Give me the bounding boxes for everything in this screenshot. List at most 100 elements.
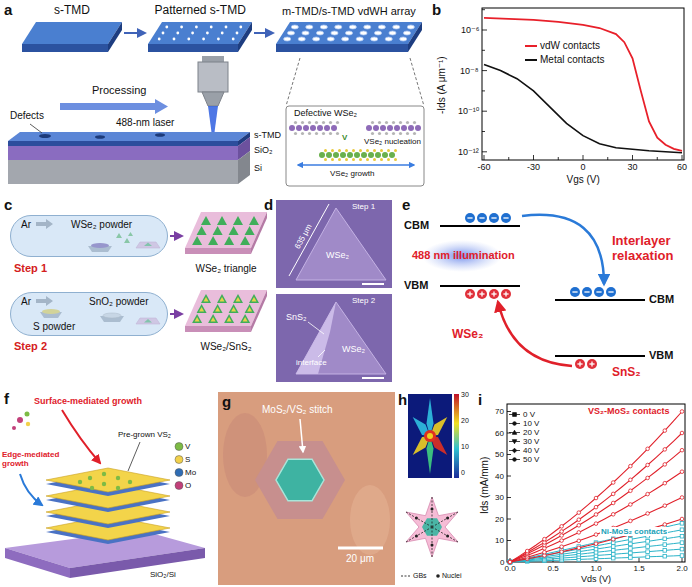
figure-label: interface — [296, 358, 327, 367]
line-shape — [440, 285, 520, 287]
grain-boundary — [406, 527, 432, 542]
polygon-shape — [199, 307, 204, 312]
data-marker — [508, 560, 512, 564]
data-marker — [680, 448, 684, 452]
ellipse-shape — [400, 37, 407, 41]
svg-shape — [185, 290, 267, 333]
ellipse-shape — [374, 31, 381, 35]
data-marker — [611, 481, 615, 485]
atom — [394, 158, 397, 161]
data-marker — [629, 542, 633, 546]
data-marker — [508, 560, 512, 564]
polygon-shape — [276, 459, 324, 501]
atom — [352, 149, 355, 152]
line-shape — [308, 322, 324, 334]
data-marker — [680, 517, 684, 521]
atom — [394, 149, 397, 152]
polygon-shape — [8, 132, 250, 141]
atom — [324, 149, 327, 152]
ellipse-shape — [389, 31, 396, 35]
hole-symbol — [575, 359, 585, 369]
data-marker — [611, 549, 615, 553]
data-marker — [646, 540, 650, 544]
figure-label: Defective WSe₂ — [294, 108, 357, 118]
atom — [368, 152, 374, 158]
polygon-shape — [148, 44, 238, 52]
legend-line — [401, 576, 411, 577]
nucleus-dot — [415, 517, 418, 520]
data-marker — [680, 470, 684, 474]
grain-boundary — [406, 512, 432, 527]
figure-label: 10⁻⁸ — [460, 66, 479, 76]
figure-label: 10⁻¹⁰ — [458, 106, 479, 116]
polygon-shape — [255, 441, 345, 519]
map-center — [424, 430, 436, 442]
figure-label: 30 — [628, 162, 638, 172]
node-text: WSe₂ triangle — [196, 263, 257, 275]
line-shape — [289, 204, 329, 276]
data-marker — [629, 478, 633, 482]
polygon-shape — [185, 326, 251, 332]
atom — [301, 132, 304, 135]
polygon-shape — [224, 314, 234, 323]
rect-shape — [454, 394, 459, 478]
data-marker — [560, 539, 564, 543]
hole-symbol — [465, 289, 475, 299]
axis-tick — [482, 151, 487, 152]
figure-label: 0 — [500, 558, 504, 567]
polygon-shape — [208, 314, 218, 323]
panel-letter: f — [4, 390, 9, 407]
layer-shape — [46, 468, 170, 492]
figure-label: 20 — [461, 417, 469, 425]
data-marker — [513, 458, 517, 462]
polygon-shape — [217, 294, 227, 303]
data-marker — [508, 560, 512, 564]
data-marker — [611, 545, 615, 549]
data-marker — [513, 413, 517, 417]
nucleus-dot — [431, 508, 434, 511]
data-marker — [629, 464, 633, 468]
polygon-shape — [229, 226, 239, 235]
axis-tick — [682, 558, 683, 562]
figure-label: 0 — [581, 162, 586, 172]
ellipse-shape — [407, 25, 414, 29]
atom — [380, 158, 383, 161]
legend-text: S — [185, 455, 190, 464]
panel-letter: h — [398, 391, 407, 408]
data-marker — [646, 447, 650, 451]
data-marker — [508, 560, 512, 564]
atom — [385, 121, 388, 124]
ellipse-shape — [345, 31, 352, 35]
panel-f-art — [5, 410, 205, 578]
polygon-shape — [296, 302, 386, 374]
rect-shape — [276, 294, 392, 382]
panel-h-art — [398, 394, 470, 568]
atom — [378, 121, 381, 124]
figure-label: VSe₂ nucleation — [364, 137, 421, 146]
data-marker — [680, 554, 684, 558]
ellipse-shape — [287, 31, 294, 35]
legend-dot — [436, 574, 440, 578]
axis-tick — [583, 155, 584, 160]
data-marker — [663, 448, 667, 452]
nucleus-dot — [446, 517, 449, 520]
atom — [366, 125, 372, 131]
atom — [361, 152, 367, 158]
transfer-curve — [484, 18, 682, 151]
figure-label: 0.0 — [505, 564, 516, 573]
polygon-shape — [185, 248, 251, 254]
output-curve — [510, 433, 682, 562]
rect-shape — [218, 392, 395, 585]
data-marker — [629, 519, 633, 523]
figure-label: 1.5 — [634, 564, 645, 573]
atom — [392, 121, 395, 124]
polygon-shape — [227, 317, 232, 322]
atom — [326, 152, 332, 158]
legend-text: vdW contacts — [540, 40, 600, 52]
data-marker — [594, 522, 598, 526]
atom — [301, 121, 304, 124]
legend-text: 50 V — [523, 455, 539, 464]
polygon-shape — [238, 151, 250, 184]
polygon-shape — [245, 304, 255, 313]
rect-shape — [8, 146, 238, 160]
